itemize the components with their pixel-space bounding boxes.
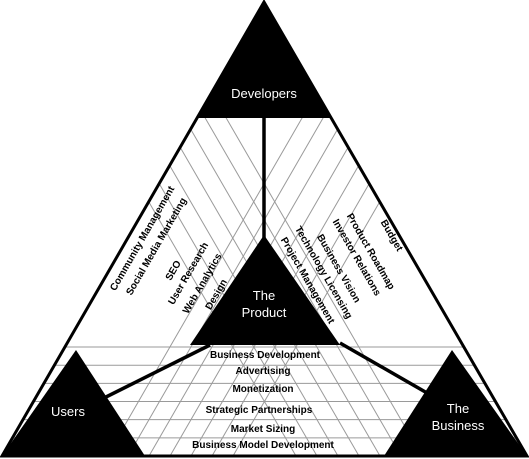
grid-line [127,110,328,457]
product-label-line2: Product [242,305,287,320]
bottom-band-label-0: Business Development [210,350,321,361]
bottom-band-label-2: Monetization [232,384,293,395]
developers-node [196,2,332,118]
bottom-band-label-3: Strategic Partnerships [206,405,313,416]
product-node [190,235,340,345]
bottom-band-label-4: Market Sizing [231,424,295,435]
bottom-band: Business Development Advertising Monetiz… [192,350,334,451]
bottom-band-label-1: Advertising [235,366,290,377]
business-label-line2: Business [432,418,485,433]
grid-line [200,110,402,457]
developers-label: Developers [231,86,297,101]
users-node [2,350,145,456]
bottom-band-label-5: Business Model Development [192,440,334,451]
business-node [384,350,527,456]
users-label: Users [51,404,85,419]
grid-line [211,92,423,457]
business-label-line1: The [447,401,469,416]
product-label-line1: The [253,288,275,303]
crosshatch-grid [12,92,517,457]
left-band: Community Management Social Media Market… [108,184,230,316]
